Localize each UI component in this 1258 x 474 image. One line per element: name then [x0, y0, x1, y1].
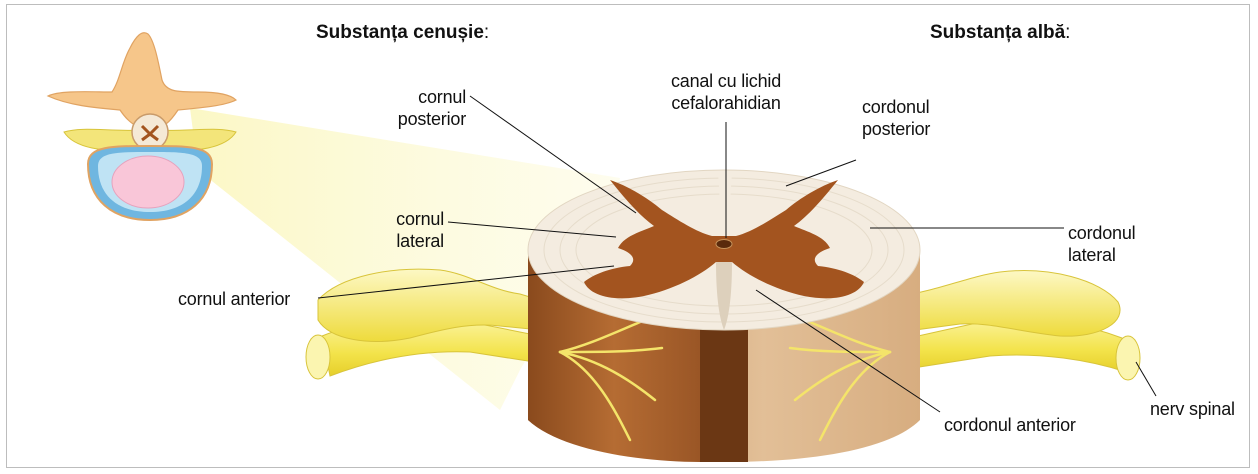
central-canal: [716, 240, 732, 249]
right-spinal-nerve: [900, 271, 1140, 380]
spinal-cord-segment: [528, 170, 920, 462]
label-anterior-horn: cornul anterior: [178, 288, 290, 310]
white-matter-title: Substanța albă:: [930, 22, 1070, 44]
label-spinal-nerve: nerv spinal: [1150, 398, 1235, 420]
label-anterior-cord: cordonul anterior: [944, 414, 1076, 436]
grey-matter-title: Substanța cenușie:: [316, 22, 489, 44]
